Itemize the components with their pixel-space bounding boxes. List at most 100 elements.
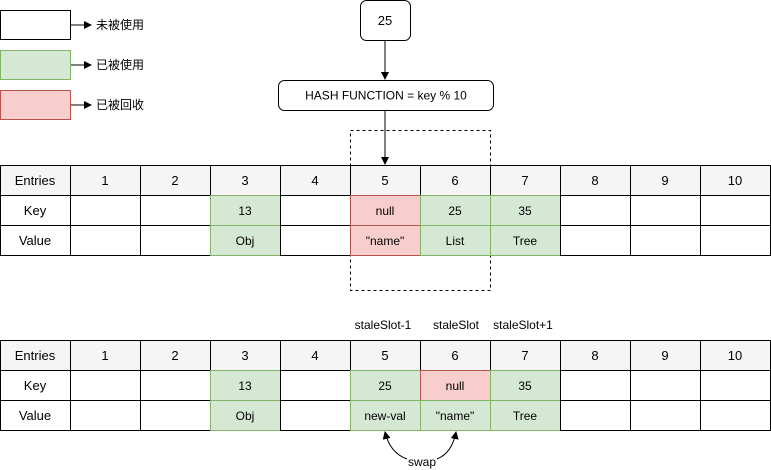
- row-label-value-text: Value: [19, 408, 51, 423]
- slot-number-10-cell: [700, 165, 771, 196]
- value-slot-7-cell: [490, 225, 561, 256]
- slot-number-8-text: 8: [591, 173, 598, 188]
- annotation-stale-slot-plus-1: staleSlot+1: [493, 318, 553, 332]
- slot-number-10-text: 10: [728, 173, 742, 188]
- row-label-value-cell: [0, 225, 71, 256]
- slot-number-6-text: 6: [451, 173, 458, 188]
- slot-number-4-text: 4: [311, 348, 318, 363]
- slot-number-9-text: 9: [661, 348, 668, 363]
- slot-number-2-cell: [140, 340, 211, 371]
- slot-number-7-cell: [490, 340, 561, 371]
- value-slot-3-text: Obj: [236, 234, 255, 248]
- row-label-value-cell: [0, 400, 71, 431]
- value-slot-4-cell: [280, 225, 351, 256]
- key-slot-6-cell: [420, 370, 491, 401]
- value-slot-9-cell: [630, 400, 701, 431]
- key-slot-1-cell: [70, 370, 141, 401]
- legend-label-used: 已被使用: [96, 57, 144, 72]
- slot-number-3-text: 3: [241, 173, 248, 188]
- row-label-key-cell: [0, 195, 71, 226]
- value-slot-7-text: Tree: [513, 409, 538, 423]
- value-slot-6-text: List: [446, 234, 465, 248]
- key-slot-3-text: 13: [238, 379, 252, 393]
- slot-number-5-text: 5: [381, 173, 388, 188]
- slot-number-1-cell: [70, 340, 141, 371]
- row-label-entries-cell: [0, 340, 71, 371]
- input-key-box: [360, 0, 411, 41]
- key-slot-5-text: null: [376, 204, 395, 218]
- value-slot-8-cell: [560, 400, 631, 431]
- key-slot-5-cell: [350, 195, 421, 226]
- value-slot-5-cell: [350, 225, 421, 256]
- value-slot-1-cell: [70, 400, 141, 431]
- value-slot-1-cell: [70, 225, 141, 256]
- row-label-entries-text: Entries: [15, 348, 56, 363]
- key-slot-3-cell: [210, 195, 281, 226]
- value-slot-5-text: new-val: [364, 409, 405, 423]
- value-slot-3-cell: [210, 400, 281, 431]
- legend: 未被使用 已被使用 已被回收: [0, 10, 144, 120]
- key-slot-3-text: 13: [238, 204, 252, 218]
- slot-number-4-text: 4: [311, 173, 318, 188]
- value-slot-7-cell: [490, 400, 561, 431]
- slot-number-8-text: 8: [591, 348, 598, 363]
- slot-number-8-cell: [560, 165, 631, 196]
- key-slot-10-cell: [700, 370, 771, 401]
- key-slot-1-cell: [70, 195, 141, 226]
- value-slot-3-text: Obj: [236, 409, 255, 423]
- slot-number-7-text: 7: [521, 173, 528, 188]
- value-slot-2-cell: [140, 400, 211, 431]
- value-slot-9-cell: [630, 225, 701, 256]
- slot-number-1-text: 1: [101, 348, 108, 363]
- legend-label-empty: 未被使用: [96, 17, 144, 32]
- hash-function-label: HASH FUNCTION = key % 10: [305, 89, 467, 103]
- slot-number-5-text: 5: [381, 348, 388, 363]
- swap-label: swap: [408, 455, 436, 469]
- slot-number-7-text: 7: [521, 348, 528, 363]
- key-slot-9-cell: [630, 370, 701, 401]
- swap-arrow-left: [382, 431, 408, 460]
- key-slot-4-cell: [280, 370, 351, 401]
- legend-item-used: 已被使用: [0, 50, 144, 80]
- value-slot-6-text: "name": [436, 409, 475, 423]
- row-label-entries-cell: [0, 165, 71, 196]
- key-slot-9-cell: [630, 195, 701, 226]
- key-slot-5-cell: [350, 370, 421, 401]
- slot-number-2-text: 2: [171, 173, 178, 188]
- value-slot-8-cell: [560, 225, 631, 256]
- slot-number-2-text: 2: [171, 348, 178, 363]
- slot-number-10-text: 10: [728, 348, 742, 363]
- slot-number-1-cell: [70, 165, 141, 196]
- slot-number-6-cell: [420, 165, 491, 196]
- value-slot-3-cell: [210, 225, 281, 256]
- slot-number-9-text: 9: [661, 173, 668, 188]
- key-slot-7-text: 35: [518, 379, 532, 393]
- key-slot-8-cell: [560, 195, 631, 226]
- value-slot-10-cell: [700, 225, 771, 256]
- key-slot-6-cell: [420, 195, 491, 226]
- slot-number-4-cell: [280, 165, 351, 196]
- key-slot-7-cell: [490, 370, 561, 401]
- annotation-stale-slot: staleSlot: [433, 318, 480, 332]
- value-slot-5-cell: [350, 400, 421, 431]
- key-slot-7-cell: [490, 195, 561, 226]
- row-label-value-text: Value: [19, 233, 51, 248]
- legend-swatch-reclaimed: [0, 90, 71, 120]
- slot-number-5-cell: [350, 340, 421, 371]
- key-slot-2-cell: [140, 195, 211, 226]
- key-slot-6-text: null: [446, 379, 465, 393]
- key-slot-7-text: 35: [518, 204, 532, 218]
- key-slot-8-cell: [560, 370, 631, 401]
- slot-number-6-text: 6: [451, 348, 458, 363]
- key-slot-6-text: 25: [448, 204, 462, 218]
- swap-arrow-right: [436, 431, 459, 460]
- annotation-stale-slot-minus-1: staleSlot-1: [355, 318, 412, 332]
- slot-number-3-text: 3: [241, 348, 248, 363]
- slot-number-9-cell: [630, 165, 701, 196]
- value-slot-7-text: Tree: [513, 234, 538, 248]
- row-label-key-text: Key: [24, 378, 47, 393]
- slot-number-5-cell: [350, 165, 421, 196]
